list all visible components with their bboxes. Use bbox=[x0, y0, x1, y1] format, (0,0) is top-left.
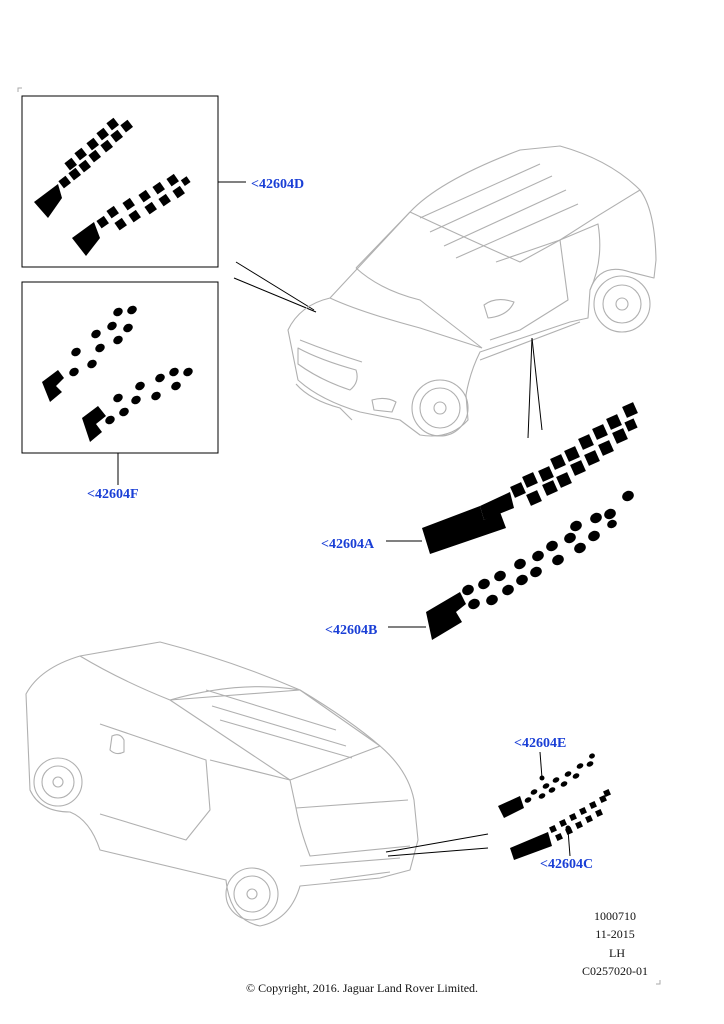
figure-side: LH bbox=[609, 946, 625, 960]
detail-box-d bbox=[21, 95, 246, 268]
dotted-decal-e bbox=[498, 753, 595, 818]
figure-number: 1000710 bbox=[594, 909, 636, 923]
callout-42604b[interactable]: <42604B bbox=[325, 623, 378, 638]
checkered-decal-d-lower bbox=[72, 173, 191, 256]
vehicle-front-view bbox=[287, 145, 657, 437]
figure-date: 11-2015 bbox=[595, 927, 635, 941]
dotted-decal-f-lower bbox=[82, 367, 193, 442]
callout-42604f[interactable]: <42604F bbox=[87, 487, 139, 502]
callout-42604e[interactable]: <42604E bbox=[514, 736, 567, 751]
dotted-decal-b bbox=[426, 490, 634, 640]
checkered-decal-d-upper bbox=[34, 117, 134, 218]
copyright-notice: © Copyright, 2016. Jaguar Land Rover Lim… bbox=[245, 981, 479, 995]
dotted-decal-f-upper bbox=[42, 305, 137, 402]
callout-42604d[interactable]: <42604D bbox=[251, 177, 305, 192]
side-leaders bbox=[527, 337, 543, 439]
corner-marks bbox=[17, 87, 661, 985]
callout-42604c[interactable]: <42604C bbox=[540, 857, 594, 872]
checkered-decal-a bbox=[422, 402, 638, 554]
hood-leaders bbox=[233, 261, 317, 313]
figure-code: C0257020-01 bbox=[582, 964, 648, 978]
checkered-decal-c bbox=[510, 789, 611, 860]
vehicle-rear-view bbox=[25, 641, 419, 927]
callout-42604a[interactable]: <42604A bbox=[321, 537, 375, 552]
detail-box-f bbox=[21, 281, 219, 485]
